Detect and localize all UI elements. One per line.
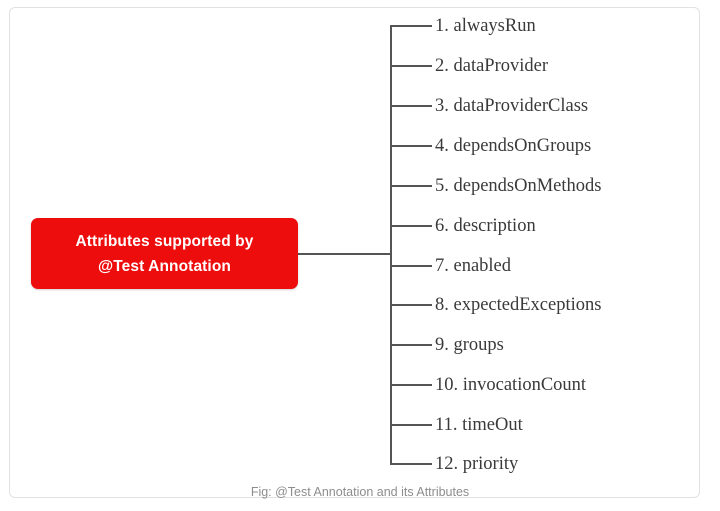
branch-stub-icon [390, 225, 432, 227]
branch-name: dependsOnMethods [453, 176, 602, 196]
branch-stub-icon [390, 265, 432, 267]
branch-name: dependsOnGroups [453, 136, 592, 156]
branch-label: 2. dataProvider [435, 55, 548, 77]
branch-label: 1. alwaysRun [435, 15, 536, 37]
branch-item-groups[interactable]: 9. groups [390, 334, 504, 356]
branch-item-dataprovider[interactable]: 2. dataProvider [390, 55, 548, 77]
branch-number: 3. [435, 96, 449, 116]
branch-label: 9. groups [435, 334, 504, 356]
figure-caption: Fig: @Test Annotation and its Attributes [250, 485, 470, 499]
branch-number: 2. [435, 56, 449, 76]
branch-name: expectedExceptions [453, 295, 602, 315]
branch-number: 10. [435, 375, 459, 395]
branch-number: 7. [435, 256, 449, 276]
branch-label: 7. enabled [435, 255, 511, 277]
root-node-attributes-supported[interactable]: Attributes supported by @Test Annotation [31, 218, 298, 289]
branch-item-expectedexceptions[interactable]: 8. expectedExceptions [390, 294, 601, 316]
branch-stub-icon [390, 463, 432, 465]
branch-item-dataproviderclass[interactable]: 3. dataProviderClass [390, 95, 588, 117]
connector-spine [390, 26, 392, 465]
branch-stub-icon [390, 65, 432, 67]
branch-label: 8. expectedExceptions [435, 294, 601, 316]
branch-label: 5. dependsOnMethods [435, 175, 601, 197]
branch-stub-icon [390, 25, 432, 27]
branch-item-priority[interactable]: 12. priority [390, 453, 518, 475]
branch-number: 8. [435, 295, 449, 315]
branch-stub-icon [390, 185, 432, 187]
branch-stub-icon [390, 304, 432, 306]
branch-stub-icon [390, 145, 432, 147]
branch-stub-icon [390, 424, 432, 426]
branch-number: 4. [435, 136, 449, 156]
branch-name: priority [462, 454, 519, 474]
branch-number: 6. [435, 216, 449, 236]
branch-name: dataProvider [453, 56, 549, 76]
branch-number: 11. [435, 415, 458, 435]
branch-label: 4. dependsOnGroups [435, 135, 591, 157]
branch-item-description[interactable]: 6. description [390, 215, 536, 237]
branch-number: 5. [435, 176, 449, 196]
branch-number: 12. [435, 454, 459, 474]
branch-stub-icon [390, 105, 432, 107]
connector-trunk [298, 253, 392, 255]
branch-name: dataProviderClass [453, 96, 589, 116]
branch-item-enabled[interactable]: 7. enabled [390, 255, 511, 277]
branch-list: 1. alwaysRun 2. dataProvider 3. dataProv… [390, 0, 700, 511]
branch-stub-icon [390, 384, 432, 386]
branch-name: invocationCount [462, 375, 587, 395]
branch-number: 1. [435, 16, 449, 36]
root-node-line-1: Attributes supported by [75, 232, 254, 250]
branch-name: enabled [453, 256, 512, 276]
branch-item-dependsongroups[interactable]: 4. dependsOnGroups [390, 135, 591, 157]
branch-name: groups [453, 335, 504, 355]
root-node-line-2: @Test Annotation [98, 257, 231, 275]
branch-name: description [453, 216, 536, 236]
branch-stub-icon [390, 344, 432, 346]
branch-label: 3. dataProviderClass [435, 95, 588, 117]
branch-item-alwaysrun[interactable]: 1. alwaysRun [390, 15, 536, 37]
branch-item-dependsonmethods[interactable]: 5. dependsOnMethods [390, 175, 601, 197]
branch-name: timeOut [462, 415, 523, 435]
branch-label: 6. description [435, 215, 536, 237]
branch-item-invocationcount[interactable]: 10. invocationCount [390, 374, 586, 396]
branch-label: 10. invocationCount [435, 374, 586, 396]
branch-name: alwaysRun [453, 16, 536, 36]
branch-item-timeout[interactable]: 11. timeOut [390, 414, 523, 436]
branch-number: 9. [435, 335, 449, 355]
branch-label: 11. timeOut [435, 414, 523, 436]
branch-label: 12. priority [435, 453, 518, 475]
